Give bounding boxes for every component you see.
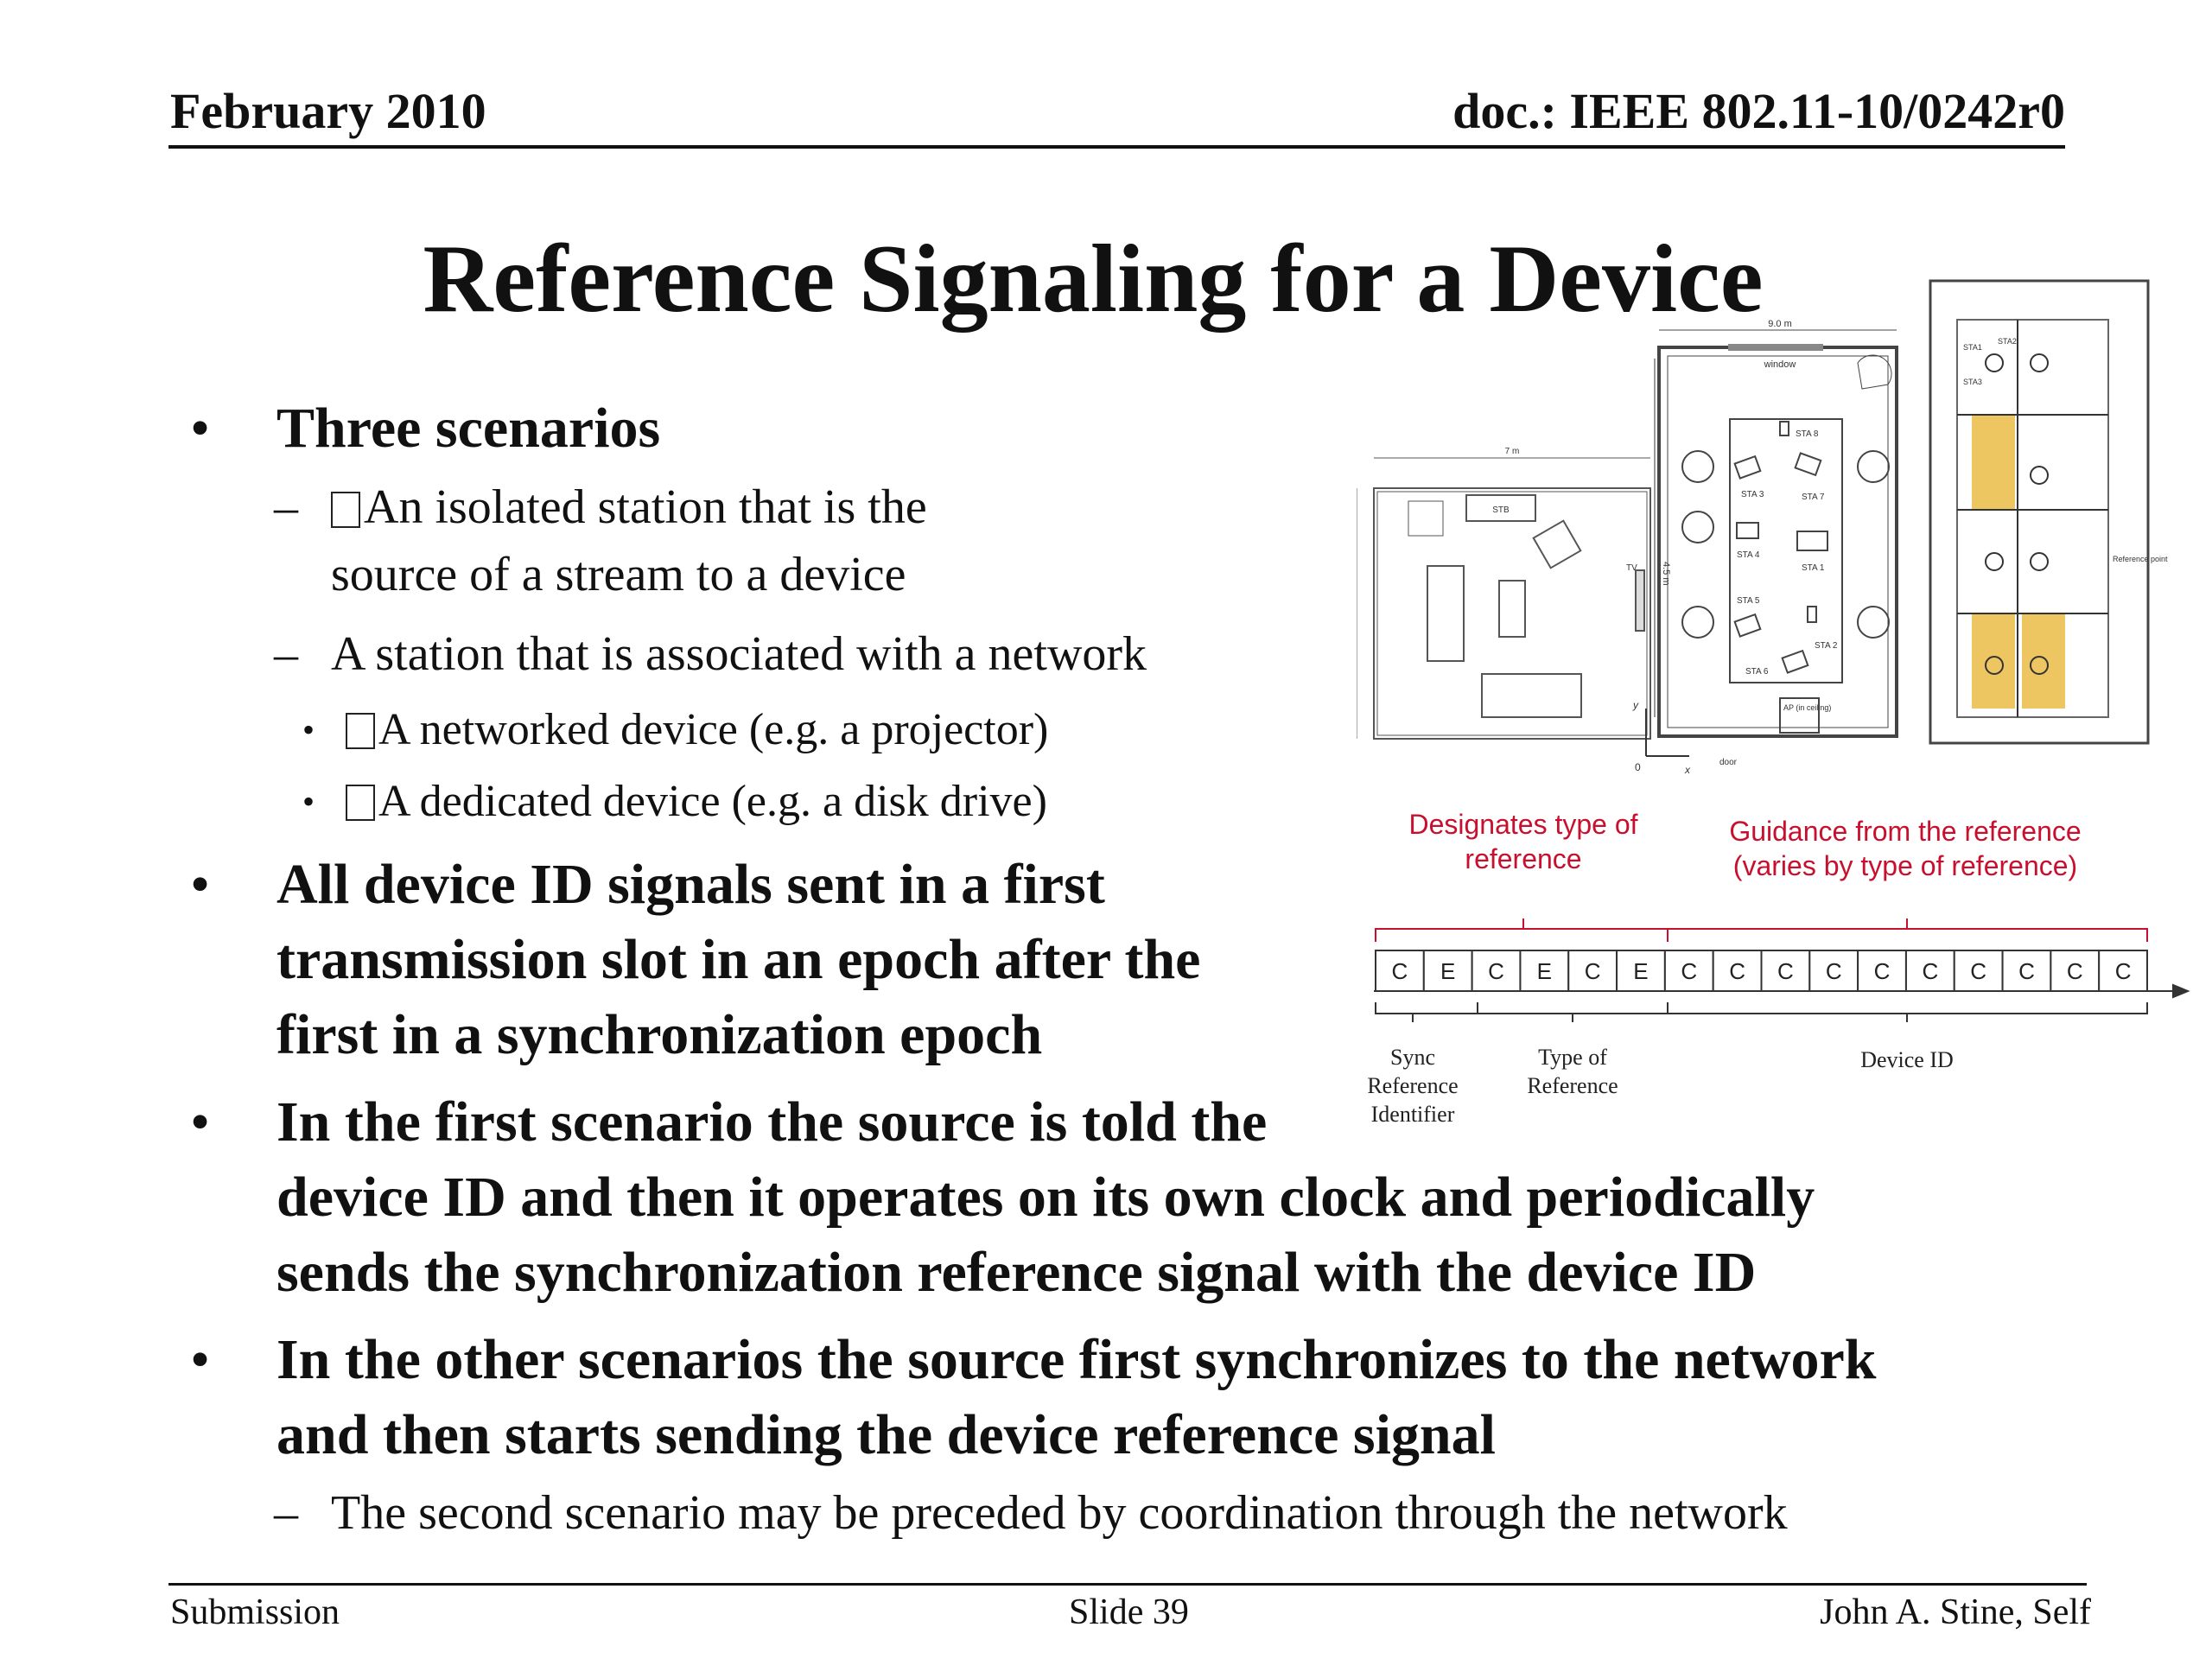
footer-author: John A. Stine, Self [1820, 1592, 2091, 1632]
slot-cell-label: C [1585, 958, 1601, 984]
label-sync-line1: Sync [1390, 1045, 1435, 1070]
door-label: door [1719, 758, 1738, 767]
tv-label: TV [1626, 563, 1637, 573]
office-sta1-label: STA1 [1963, 343, 1982, 352]
slot-cell-label: C [1681, 958, 1697, 984]
annotation-guidance: Guidance from the reference (varies by t… [1729, 816, 2081, 881]
time-axis [1374, 983, 2190, 999]
axes-indicator [1645, 709, 1689, 757]
sta1-label: STA 1 [1802, 563, 1825, 573]
header-date: February 2010 [170, 83, 486, 139]
office-plan [1929, 279, 2150, 745]
label-sync-line2: Reference [1367, 1073, 1458, 1098]
room1-dim-label: 7 m [1505, 447, 1520, 456]
slot-cell [1857, 950, 1907, 992]
slot-cell-label: C [1874, 958, 1891, 984]
annotation-left-line1: Designates type of [1408, 809, 1637, 840]
slot-cell-label: C [1922, 958, 1938, 984]
footer-submission: Submission [170, 1592, 340, 1632]
slot-structure-diagram: Designates type of reference Guidance fr… [1367, 809, 2190, 1127]
slot-cell-label: E [1537, 958, 1552, 984]
slot-cell [1808, 950, 1859, 992]
label-device-id: Device ID [1860, 1047, 1954, 1072]
stb-label: STB [1492, 505, 1510, 515]
window-label: window [1764, 359, 1796, 370]
conference-room-plan [1657, 329, 1898, 738]
header-divider [168, 145, 2065, 149]
red-braces [1375, 918, 2148, 942]
sta4-label: STA 4 [1737, 550, 1760, 560]
slot-cell-label: C [2067, 958, 2083, 984]
slide-title: Reference Signaling for a Device [423, 226, 1764, 333]
slot-cell-label: C [2018, 958, 2035, 984]
dim-top-label: 9.0 m [1768, 319, 1792, 329]
slot-cell-label: C [1826, 958, 1842, 984]
bottom-braces [1375, 1002, 2148, 1022]
missing-glyph-box [331, 492, 360, 528]
annotation-right-line2: (varies by type of reference) [1733, 850, 2077, 881]
footer-divider [168, 1583, 2087, 1586]
slot-cell [1953, 950, 2004, 992]
axis-y-label: y [1632, 699, 1639, 711]
axis-x-label: x [1684, 764, 1691, 776]
sta7-label: STA 7 [1802, 493, 1825, 502]
office-sta2-label: STA2 [1998, 337, 2017, 346]
slot-cell [1663, 950, 1714, 992]
height-dim-label: 4.5 m [1661, 562, 1671, 586]
bullet-text: Three scenarios [276, 397, 661, 460]
footer-slide-number: Slide 39 [1069, 1592, 1189, 1632]
label-sync-line3: Identifier [1371, 1102, 1455, 1127]
sta3-label: STA 3 [1741, 490, 1764, 499]
floor-plan-figure: STB 7 m TV 4.5 m 9.0 m window STA 8 STA … [1357, 279, 2168, 776]
slot-cell-label: C [1488, 958, 1504, 984]
office-sta3-label: STA3 [1963, 378, 1982, 386]
bullet-dot: • [190, 397, 211, 460]
slot-cell-label: C [2115, 958, 2132, 984]
label-type-line1: Type of [1538, 1045, 1607, 1070]
slot-cell-label: C [1970, 958, 1986, 984]
slot-cell-label: C [1729, 958, 1745, 984]
slot-cell [1471, 950, 1522, 992]
label-type-line2: Reference [1527, 1073, 1618, 1098]
ap-label: AP (in ceiling) [1783, 703, 1831, 712]
missing-glyph-box [346, 713, 375, 749]
axis-zero-label: 0 [1635, 761, 1641, 773]
sta6-label: STA 6 [1745, 667, 1769, 677]
station-labels: STA 8 STA 3 STA 7 STA 4 STA 1 STA 5 STA … [1737, 429, 1838, 677]
sta5-label: STA 5 [1737, 596, 1760, 606]
slot-cell-label: E [1633, 958, 1648, 984]
missing-glyph-box [346, 785, 375, 821]
annotation-right-line1: Guidance from the reference [1729, 816, 2081, 847]
header-doc-id: doc.: IEEE 802.11-10/0242r0 [1452, 83, 2065, 139]
living-room-plan [1357, 457, 1651, 740]
slot-cell-label: C [1392, 958, 1408, 984]
slot-cell-label: C [1777, 958, 1794, 984]
annotation-designates-type: Designates type of reference [1408, 809, 1637, 874]
slot-cell [1760, 950, 1811, 992]
reference-point-label: Reference point [2113, 555, 2168, 563]
sta8-label: STA 8 [1796, 429, 1819, 439]
annotation-left-line2: reference [1465, 843, 1581, 874]
sta2-label: STA 2 [1815, 641, 1838, 651]
slot-cell-label: E [1440, 958, 1455, 984]
